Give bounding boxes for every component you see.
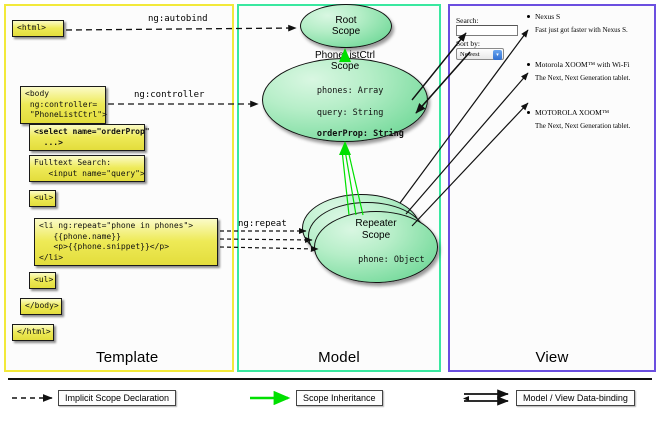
phone-list-item: Nexus S Fast just got faster with Nexus … xyxy=(527,12,628,34)
phone-snippet: Fast just got faster with Nexus S. xyxy=(535,26,628,34)
sort-label: Sort by: xyxy=(456,39,480,48)
scope-phonelistctrl-attrs: phones: Array query: String orderProp: S… xyxy=(316,86,404,139)
code-box-fulltext-search: Fulltext Search: <input name="query"> xyxy=(29,155,145,183)
search-label: Search: xyxy=(456,16,479,25)
legend-arrow-green xyxy=(250,391,291,405)
panel-template: Template xyxy=(4,4,234,372)
panel-view-label: View xyxy=(535,349,569,366)
connector-label-repeat: ng:repeat xyxy=(238,219,287,229)
phone-list-item: MOTOROLA XOOM™ The Next, Next Generation… xyxy=(527,108,631,130)
phone-name: Motorola XOOM™ with Wi-Fi xyxy=(527,60,630,69)
code-box-ul-close: <ul> xyxy=(29,272,56,289)
code-box-li-repeat: <li ng:repeat="phone in phones"> {{phone… xyxy=(34,218,218,267)
sort-select[interactable]: Newest ▾ xyxy=(456,48,504,60)
scope-phonelistctrl: PhoneListCtrl Scope phones: Array query:… xyxy=(262,50,428,142)
sort-select-value: Newest xyxy=(460,50,480,58)
chevron-down-icon: ▾ xyxy=(493,50,502,60)
legend-label-implicit-scope-declaration: Implicit Scope Declaration xyxy=(58,390,177,406)
scope-repeater-title: Repeater Scope xyxy=(355,218,397,241)
scope-root: Root Scope xyxy=(300,4,392,48)
phone-list-item: Motorola XOOM™ with Wi-Fi The Next, Next… xyxy=(527,60,631,82)
code-box-body-close: </body> xyxy=(20,298,62,315)
scope-root-title: Root Scope xyxy=(331,14,361,38)
legend-label-model-view-data-binding: Model / View Data-binding xyxy=(516,390,635,406)
code-box-html-open: <html> xyxy=(12,20,64,37)
phone-name: MOTOROLA XOOM™ xyxy=(527,108,630,117)
legend-item-implicit-scope-declaration: Implicit Scope Declaration xyxy=(10,390,177,406)
legend-arrow-double xyxy=(463,389,509,406)
scope-phonelistctrl-title: PhoneListCtrl Scope xyxy=(314,49,376,73)
panel-model-label: Model xyxy=(318,349,360,366)
connector-label-controller: ng:controller xyxy=(134,90,205,100)
code-box-html-close: </html> xyxy=(12,324,54,341)
legend-item-scope-inheritance: Scope Inheritance xyxy=(248,390,383,406)
legend-item-model-view-data-binding: Model / View Data-binding xyxy=(460,389,635,406)
bullet-icon xyxy=(527,15,530,18)
scope-repeater: Repeater Scope phone: Object xyxy=(314,211,438,283)
legend-label-scope-inheritance: Scope Inheritance xyxy=(296,390,383,406)
scope-repeater-attrs: phone: Object xyxy=(358,254,425,265)
phone-snippet: The Next, Next Generation tablet. xyxy=(535,122,631,130)
bullet-icon xyxy=(527,63,530,66)
legend-arrow-dashed xyxy=(12,394,53,402)
legend-divider xyxy=(8,378,652,380)
code-box-body-open: <body ng:controller= "PhoneListCtrl"> xyxy=(20,86,107,124)
panel-template-label: Template xyxy=(96,349,159,366)
search-input[interactable] xyxy=(456,25,518,36)
phone-snippet: The Next, Next Generation tablet. xyxy=(535,74,631,82)
legend: Implicit Scope Declaration Scope Inherit… xyxy=(0,376,660,421)
phone-name: Nexus S xyxy=(527,12,628,21)
bullet-icon xyxy=(527,111,530,114)
code-box-select-orderprop: <select name="orderProp" ...> xyxy=(29,124,150,152)
connector-label-autobind: ng:autobind xyxy=(148,14,208,24)
code-box-ul-open: <ul> xyxy=(29,190,56,207)
